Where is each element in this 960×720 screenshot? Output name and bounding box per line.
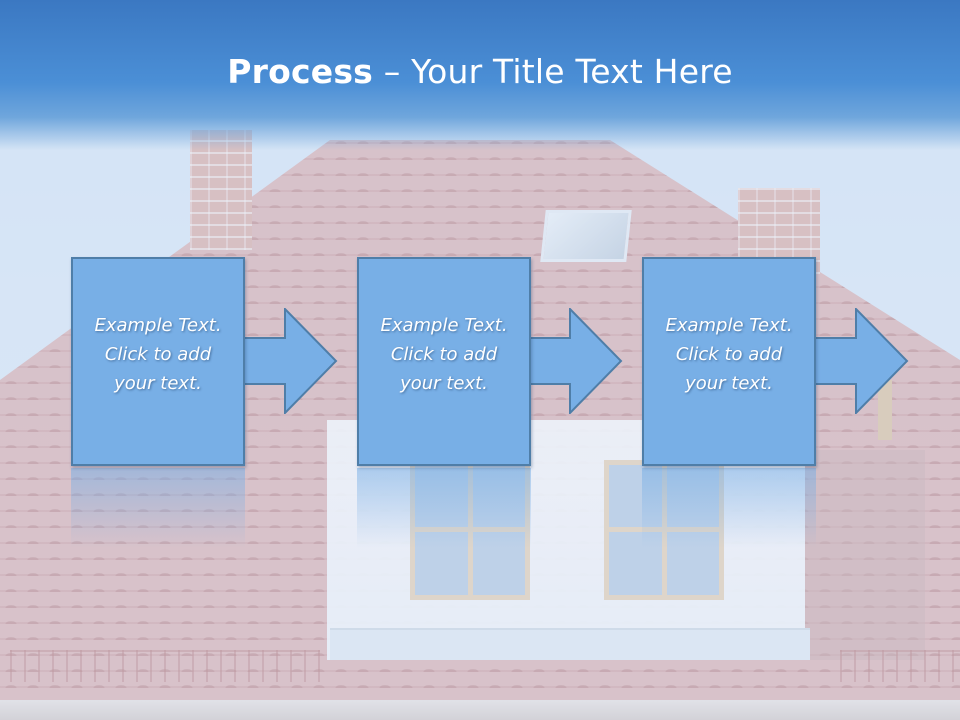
step-reflection [642,468,816,548]
step-text: Example Text. Click to add your text. [665,315,793,394]
step-box [642,257,816,466]
roof-vent [878,380,892,440]
slide-title-bold: Process [227,52,374,91]
gutter [0,700,960,720]
step-box [71,257,245,466]
process-step-1[interactable]: Example Text. Click to add your text. [71,257,245,548]
slide-title-rest: – Your Title Text Here [373,52,733,91]
process-step-3[interactable]: Example Text. Click to add your text. [642,257,816,548]
snow-guard-left [10,650,320,682]
step-text: Example Text. Click to add your text. [94,315,222,394]
step-box [357,257,531,466]
left-chimney [190,130,252,250]
snow-guard-right [840,650,960,682]
right-arrow-icon [814,308,909,414]
step-reflection [71,468,245,548]
dormer-shadow [805,450,925,660]
slide-title[interactable]: Process – Your Title Text Here [0,52,960,91]
process-step-2[interactable]: Example Text. Click to add your text. [357,257,531,548]
step-reflection [357,468,531,548]
right-arrow-icon [528,308,623,414]
step-text: Example Text. Click to add your text. [380,315,508,394]
dormer-sill [330,628,810,660]
right-arrow-icon [243,308,338,414]
title-band [0,0,960,150]
